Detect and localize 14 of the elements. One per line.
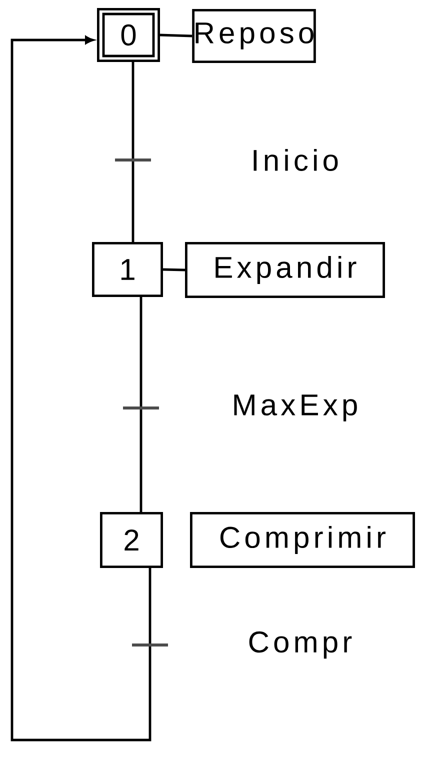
connector [10,36,152,742]
initial-step-box: 0 [97,8,160,62]
action-box: Reposo [192,9,316,63]
step-box: 1 [92,242,163,297]
action-box: Comprimir [190,512,415,568]
transition-label: Inicio [254,149,338,172]
connector [160,34,192,38]
connector [140,297,142,512]
connector [132,62,134,242]
action-box: Expandir [185,242,385,298]
connector [162,268,186,272]
transition-label: MaxExp [234,394,357,422]
transition-label: Compr [249,631,352,659]
step-box: 2 [100,512,163,568]
